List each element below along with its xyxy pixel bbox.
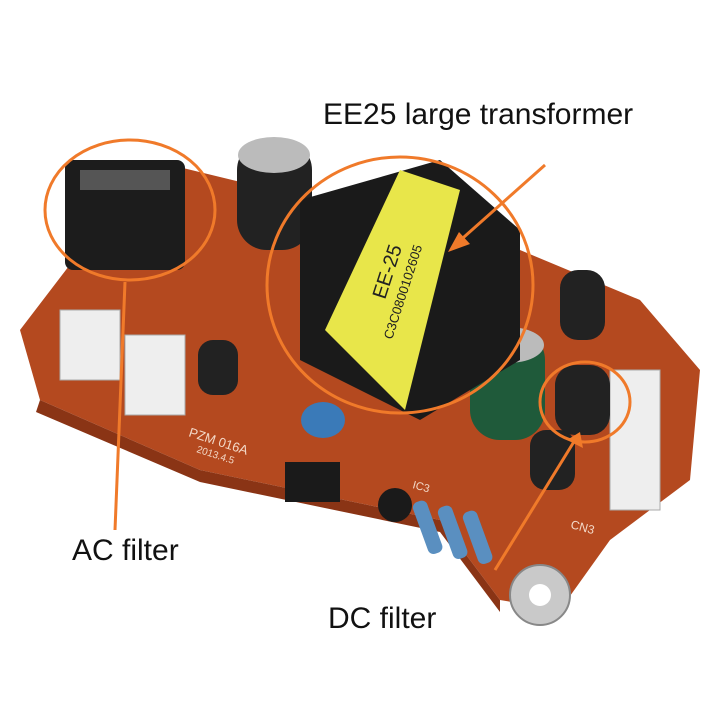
transistor xyxy=(378,488,412,522)
dc-filter-pointer xyxy=(493,439,577,571)
transformer-label: EE25 large transformer xyxy=(323,98,634,131)
capacitor-small-left xyxy=(198,340,238,395)
connector-left-2 xyxy=(124,334,186,416)
connector-cn3 xyxy=(609,369,661,511)
ic-marking: IC3 xyxy=(411,479,431,495)
ac-filter-label: AC filter xyxy=(72,534,179,567)
annotation-marks xyxy=(43,138,632,571)
ic-chip xyxy=(285,462,340,502)
capacitor-lower xyxy=(530,430,575,490)
connector-marking: CN3 xyxy=(569,517,596,537)
pcb-board-edge xyxy=(36,400,500,612)
ac-filter-pointer xyxy=(113,281,127,531)
dc-filter-circle xyxy=(538,360,632,444)
transformer-arrowhead xyxy=(448,232,470,252)
connector-left-1 xyxy=(59,309,121,381)
transformer-circle xyxy=(265,155,535,415)
resistors xyxy=(412,500,493,565)
capacitor-top xyxy=(238,137,310,173)
transformer-pointer xyxy=(454,163,546,247)
ac-filter-circle xyxy=(43,138,217,282)
choke-core xyxy=(80,170,170,190)
transformer-label-tape xyxy=(325,170,460,410)
y-capacitor xyxy=(301,402,345,438)
capacitor-right xyxy=(560,270,605,340)
mounting-hole xyxy=(529,584,551,606)
capacitor-dc xyxy=(555,365,610,435)
dc-filter-arrowhead xyxy=(567,432,583,448)
dc-filter-label: DC filter xyxy=(328,602,437,635)
